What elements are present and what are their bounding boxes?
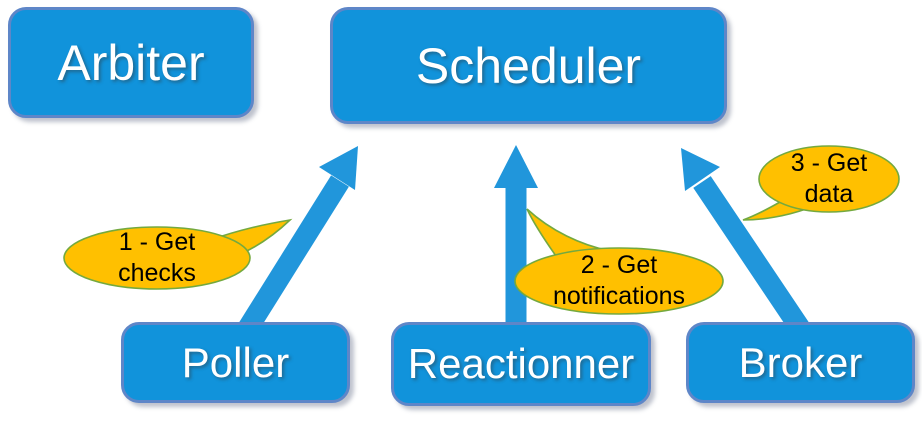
node-poller-label: Poller bbox=[181, 338, 290, 386]
arrow-broker-head bbox=[681, 148, 720, 191]
callout-get-notifications-label: 2 - Get notifications bbox=[552, 250, 686, 310]
arrow-poller-to-scheduler bbox=[239, 146, 358, 334]
arrow-reactionner-head bbox=[494, 145, 538, 188]
node-broker: Broker bbox=[686, 322, 915, 403]
arrow-poller-shaft bbox=[239, 175, 349, 334]
node-scheduler-label: Scheduler bbox=[415, 37, 642, 94]
callout-get-data-ellipse bbox=[758, 145, 900, 213]
node-arbiter-label: Arbiter bbox=[57, 34, 205, 91]
callout-get-notifications-ellipse bbox=[514, 247, 724, 315]
node-reactionner-label: Reactionner bbox=[407, 340, 635, 387]
arrow-poller-head bbox=[319, 146, 358, 190]
callout-get-checks-label: 1 - Get checks bbox=[118, 227, 196, 287]
callout-get-data-shape bbox=[742, 145, 900, 221]
node-arbiter: Arbiter bbox=[8, 7, 254, 118]
node-broker-label: Broker bbox=[738, 338, 863, 386]
callout-get-notifications-shape bbox=[514, 208, 724, 315]
arrow-broker-shaft bbox=[693, 176, 809, 334]
arrow-broker-to-scheduler bbox=[681, 148, 809, 334]
node-reactionner: Reactionner bbox=[391, 322, 651, 406]
arrow-reactionner-to-scheduler bbox=[494, 145, 538, 328]
callout-get-checks-ellipse bbox=[63, 226, 251, 290]
node-scheduler: Scheduler bbox=[330, 7, 727, 124]
node-poller: Poller bbox=[121, 322, 350, 403]
callout-get-data-label: 3 - Get data bbox=[790, 148, 868, 208]
callout-get-checks-shape bbox=[63, 218, 293, 290]
